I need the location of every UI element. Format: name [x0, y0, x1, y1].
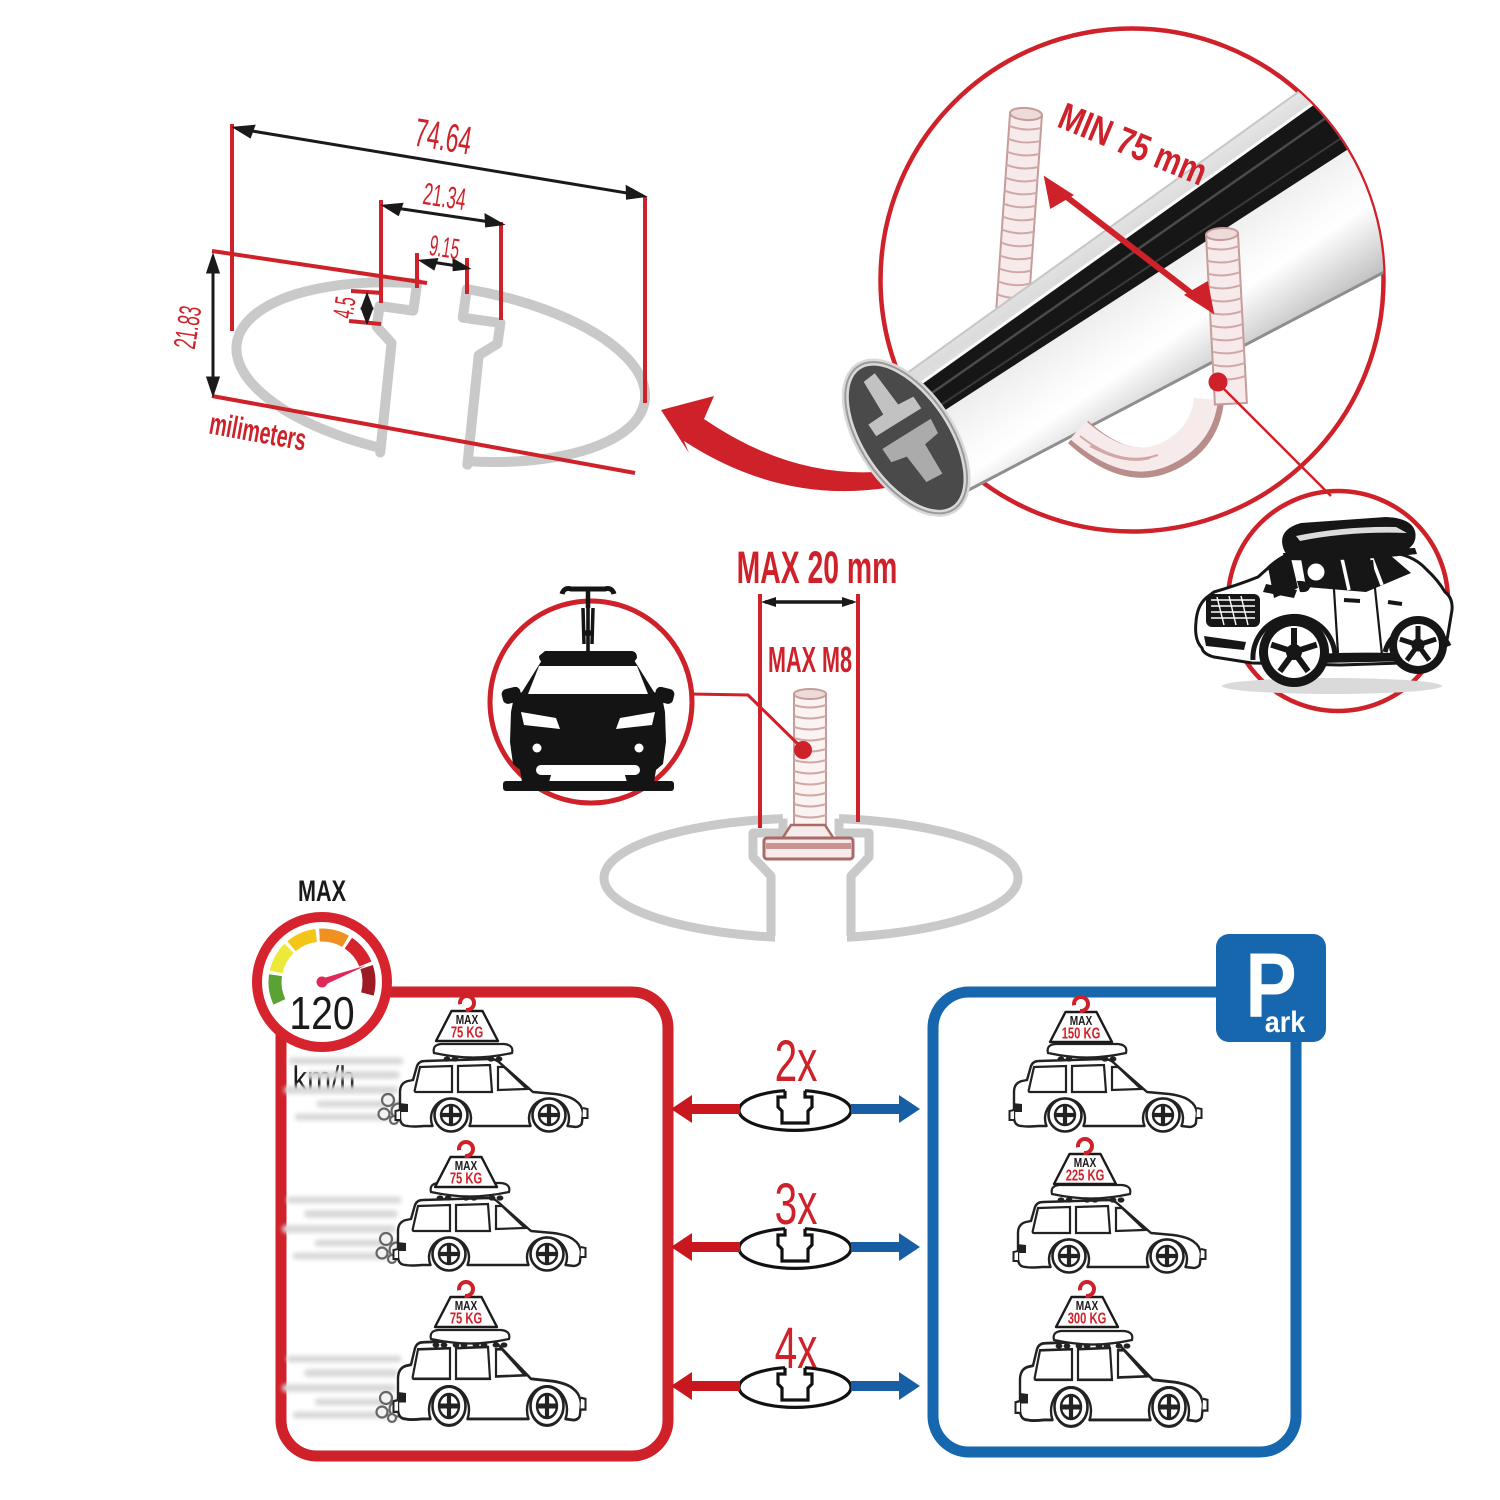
svg-text:225 KG: 225 KG: [1066, 1165, 1105, 1184]
svg-text:75 KG: 75 KG: [450, 1308, 482, 1327]
svg-text:MAX: MAX: [1074, 1156, 1097, 1170]
svg-text:MAX 20 mm: MAX 20 mm: [737, 542, 898, 592]
svg-text:MAX: MAX: [455, 1159, 478, 1173]
svg-text:4x: 4x: [775, 1316, 818, 1381]
svg-text:2x: 2x: [775, 1029, 818, 1094]
svg-text:MAX: MAX: [1070, 1014, 1093, 1028]
svg-text:75 KG: 75 KG: [451, 1022, 483, 1041]
svg-text:MAX: MAX: [1076, 1299, 1099, 1313]
svg-text:300 KG: 300 KG: [1068, 1308, 1107, 1327]
svg-text:MAX: MAX: [455, 1299, 478, 1313]
svg-text:74.64: 74.64: [411, 110, 475, 163]
svg-text:4.5: 4.5: [326, 294, 361, 320]
svg-text:MAX M8: MAX M8: [768, 640, 852, 680]
svg-text:MAX: MAX: [456, 1013, 479, 1027]
svg-text:ark: ark: [1265, 1006, 1306, 1040]
svg-text:P: P: [1245, 935, 1297, 1038]
svg-text:75 KG: 75 KG: [450, 1168, 482, 1187]
svg-text:21.34: 21.34: [421, 177, 468, 218]
svg-text:21.83: 21.83: [168, 304, 209, 352]
svg-text:3x: 3x: [775, 1172, 818, 1237]
svg-text:120: 120: [289, 988, 354, 1040]
svg-text:MAX: MAX: [298, 873, 346, 907]
svg-text:9.15: 9.15: [427, 229, 461, 266]
svg-text:150 KG: 150 KG: [1062, 1023, 1101, 1042]
